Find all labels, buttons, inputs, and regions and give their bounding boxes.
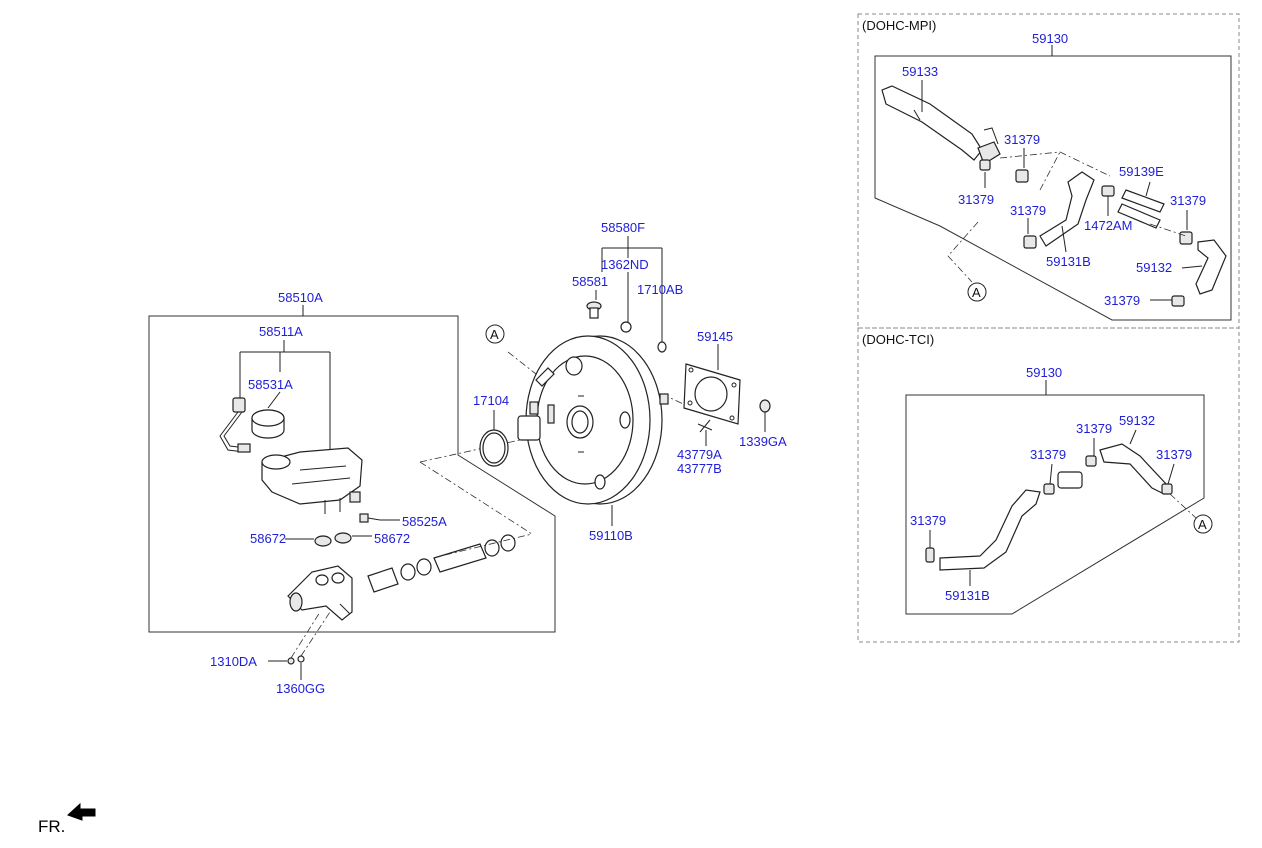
label-1362ND[interactable]: 1362ND: [601, 257, 649, 272]
hose-59133[interactable]: [881, 85, 1001, 165]
label-1360GG[interactable]: 1360GG: [276, 681, 325, 696]
part-labels: 58510A 58511A 58531A 58525A 58672 58672 …: [210, 31, 1206, 696]
label-mpi-31379-bottom[interactable]: 31379: [1104, 293, 1140, 308]
label-mpi-59130[interactable]: 59130: [1032, 31, 1068, 46]
level-sensor[interactable]: [219, 397, 251, 453]
brake-fluid-reservoir[interactable]: [261, 447, 363, 514]
master-cylinder-body[interactable]: [287, 565, 353, 621]
label-1710AB[interactable]: 1710AB: [637, 282, 683, 297]
dohc-mpi-panel: (DOHC-MPI): [857, 13, 1240, 329]
grommet-1362ND[interactable]: [620, 321, 632, 333]
grommet-58672[interactable]: [314, 532, 352, 547]
nut-1339GA[interactable]: [759, 399, 771, 413]
pipe-59139E[interactable]: [1117, 189, 1165, 229]
washer-1360GG[interactable]: [297, 655, 305, 663]
piston-assembly[interactable]: [367, 534, 516, 593]
reservoir-cap[interactable]: [251, 409, 285, 439]
label-mpi-31379-left[interactable]: 31379: [958, 192, 994, 207]
label-58510A[interactable]: 58510A: [278, 290, 323, 305]
label-58672-left[interactable]: 58672: [250, 531, 286, 546]
label-58531A[interactable]: 58531A: [248, 377, 293, 392]
label-tci-31379-mid[interactable]: 31379: [1030, 447, 1066, 462]
label-58672-right[interactable]: 58672: [374, 531, 410, 546]
label-tci-31379-right[interactable]: 31379: [1156, 447, 1192, 462]
tci-section-title: (DOHC-TCI): [862, 332, 934, 347]
label-tci-31379-left[interactable]: 31379: [910, 513, 946, 528]
check-valve-tci[interactable]: [1057, 471, 1083, 489]
label-mpi-31379-right[interactable]: 31379: [1170, 193, 1206, 208]
bolt-58525A[interactable]: [359, 513, 381, 523]
check-valve-58581[interactable]: [586, 301, 602, 319]
clip-1710AB[interactable]: [657, 341, 667, 353]
label-tci-59132[interactable]: 59132: [1119, 413, 1155, 428]
front-label: FR.: [38, 817, 65, 836]
reference-a-tci: A: [1193, 514, 1213, 534]
ref-a-text: A: [490, 327, 499, 342]
mpi-section-title: (DOHC-MPI): [862, 18, 936, 33]
brake-booster[interactable]: [517, 335, 669, 505]
label-58580F[interactable]: 58580F: [601, 220, 645, 235]
label-59110B[interactable]: 59110B: [589, 528, 633, 543]
mpi-frame: [874, 55, 1232, 321]
master-cylinder-group: [148, 305, 556, 680]
brake-booster-group: A: [479, 236, 771, 526]
hose-59131B[interactable]: [1039, 171, 1095, 247]
ref-a-text: A: [972, 285, 981, 300]
label-mpi-59133[interactable]: 59133: [902, 64, 938, 79]
hose-59131B-tci[interactable]: [939, 489, 1041, 571]
label-tci-31379-top[interactable]: 31379: [1076, 421, 1112, 436]
clevis-pin-43779A[interactable]: [697, 419, 713, 433]
reference-a-booster: A: [485, 324, 505, 344]
clamp-31379-tci[interactable]: [925, 455, 1173, 563]
reference-a-mpi: A: [967, 282, 987, 302]
dohc-tci-panel: (DOHC-TCI) A: [857, 327, 1240, 643]
label-58581[interactable]: 58581: [572, 274, 608, 289]
label-tci-59130[interactable]: 59130: [1026, 365, 1062, 380]
tci-panel-border: [857, 327, 1240, 643]
label-tci-59131B[interactable]: 59131B: [945, 588, 990, 603]
label-mpi-31379-mid[interactable]: 31379: [1010, 203, 1046, 218]
front-indicator: FR.: [38, 802, 96, 836]
nut-1310DA[interactable]: [287, 657, 295, 665]
label-58511A[interactable]: 58511A: [259, 324, 303, 339]
gasket-59145[interactable]: [683, 363, 741, 425]
label-mpi-59132[interactable]: 59132: [1136, 260, 1172, 275]
label-59145[interactable]: 59145: [697, 329, 733, 344]
label-mpi-59131B[interactable]: 59131B: [1046, 254, 1091, 269]
o-ring-17104[interactable]: [479, 429, 509, 467]
label-mpi-59139E[interactable]: 59139E: [1119, 164, 1164, 179]
label-mpi-31379-top[interactable]: 31379: [1004, 132, 1040, 147]
label-58525A[interactable]: 58525A: [402, 514, 447, 529]
label-1310DA[interactable]: 1310DA: [210, 654, 257, 669]
tci-frame: [905, 394, 1205, 615]
front-arrow-icon: [67, 802, 96, 821]
label-17104[interactable]: 17104: [473, 393, 509, 408]
mpi-panel-border: [857, 13, 1240, 329]
label-1339GA[interactable]: 1339GA: [739, 434, 787, 449]
label-mpi-1472AM[interactable]: 1472AM: [1084, 218, 1132, 233]
ref-a-text: A: [1198, 517, 1207, 532]
hose-59132[interactable]: [1195, 239, 1227, 295]
label-43777B[interactable]: 43777B: [677, 461, 722, 476]
label-43779A[interactable]: 43779A: [677, 447, 722, 462]
master-cylinder-frame: [148, 315, 556, 633]
